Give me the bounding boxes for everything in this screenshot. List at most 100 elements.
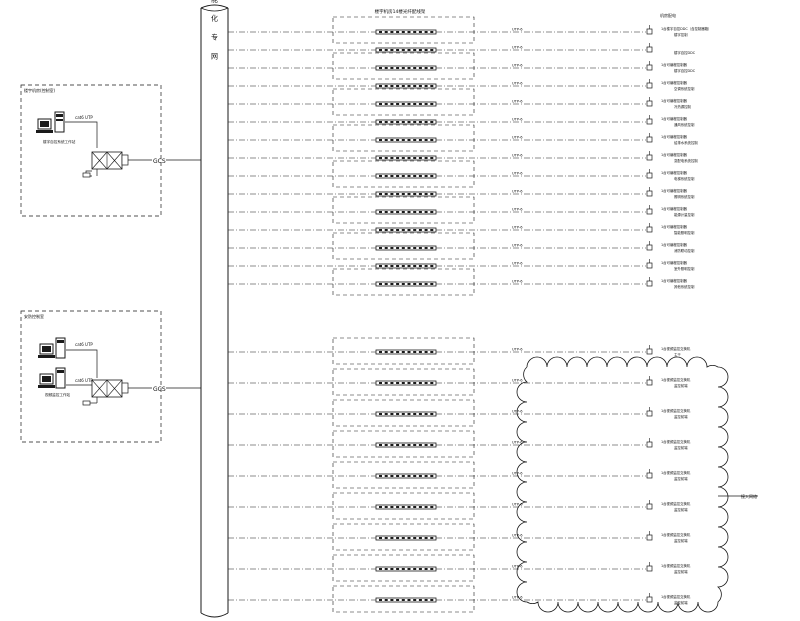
cable-label: UTP-6: [512, 226, 523, 230]
device-icon: [646, 472, 653, 479]
device-label-line2: 空调系统控制: [674, 86, 695, 91]
port-icon: [413, 85, 417, 87]
port-icon: [407, 85, 411, 87]
device-label-line2: 主干: [674, 352, 681, 357]
port-icon: [390, 211, 394, 213]
port-icon: [379, 599, 382, 601]
port-icon: [413, 103, 417, 105]
port-icon: [390, 506, 394, 508]
cable-label: UTP-6: [512, 28, 523, 32]
port-icon: [379, 265, 382, 267]
port-icon: [401, 67, 405, 69]
device-label-line1: 1台可编程控制器: [661, 170, 688, 175]
cable-label: UTP-6: [512, 472, 523, 476]
port-icon: [430, 139, 434, 141]
port-icon: [413, 229, 417, 231]
port-icon: [430, 85, 434, 87]
port-icon: [396, 85, 400, 87]
port-icon: [430, 351, 434, 353]
port-icon: [390, 121, 394, 123]
cable-label: UTP-6: [512, 410, 523, 414]
device-label-line2: 智能照明控制: [674, 230, 695, 235]
port-icon: [407, 247, 411, 249]
port-icon: [413, 506, 417, 508]
port-icon: [390, 351, 394, 353]
port-icon: [424, 413, 428, 415]
port-icon: [401, 211, 405, 213]
cable-label: UTP-6: [512, 596, 523, 600]
port-icon: [418, 175, 422, 177]
port-icon: [430, 537, 434, 539]
rack-frame: [332, 368, 475, 396]
rack-frame: [332, 430, 475, 458]
port-icon: [379, 139, 382, 141]
port-icon: [401, 537, 405, 539]
port-icon: [407, 283, 411, 285]
port-icon: [396, 537, 400, 539]
port-icon: [424, 351, 428, 353]
site-a-link-label: cat6 UTP: [75, 115, 93, 120]
port-icon: [424, 193, 428, 195]
port-icon: [424, 265, 428, 267]
port-icon: [430, 121, 434, 123]
device-label-line1: 1台可编程控制器: [661, 98, 688, 103]
device-label-line2: 楼宇自控DDC: [674, 68, 696, 73]
port-icon: [401, 283, 405, 285]
port-icon: [401, 444, 405, 446]
site-b-computer-2-label: 视频监控工作站: [45, 392, 71, 397]
port-icon: [384, 475, 388, 477]
port-icon: [407, 229, 411, 231]
port-icon: [390, 444, 394, 446]
port-icon: [396, 103, 400, 105]
port-icon: [424, 475, 428, 477]
cable-label: UTP-6: [512, 136, 523, 140]
port-icon: [418, 382, 422, 384]
device-label-line2: 楼宇控制: [674, 32, 688, 37]
rack-frame: [332, 399, 475, 427]
port-icon: [407, 475, 411, 477]
port-icon: [379, 382, 382, 384]
port-icon: [418, 31, 422, 33]
port-icon: [430, 67, 434, 69]
network-switch-icon: [91, 151, 123, 170]
port-icon: [401, 85, 405, 87]
port-icon: [424, 85, 428, 87]
port-icon: [418, 229, 422, 231]
port-icon: [401, 103, 405, 105]
device-label-line1: 1台视频监控交换机: [661, 377, 691, 382]
device-label-line2: 通风系统控制: [674, 122, 695, 127]
device-label-line1: 1台可编程控制器: [661, 278, 688, 283]
port-icon: [407, 211, 411, 213]
port-icon: [430, 413, 434, 415]
port-icon: [430, 506, 434, 508]
port-icon: [384, 49, 388, 51]
port-icon: [413, 49, 417, 51]
port-icon: [379, 193, 382, 195]
network-cloud: [516, 356, 729, 613]
port-icon: [407, 444, 411, 446]
port-icon: [401, 475, 405, 477]
port-icon: [407, 382, 411, 384]
port-icon: [384, 247, 388, 249]
port-icon: [396, 67, 400, 69]
port-icon: [396, 351, 400, 353]
device-label-line2: 能源计量控制: [674, 212, 695, 217]
port-icon: [407, 599, 411, 601]
port-icon: [390, 31, 394, 33]
port-icon: [418, 121, 422, 123]
port-icon: [418, 537, 422, 539]
port-icon: [413, 283, 417, 285]
device-icon: [646, 244, 653, 251]
device-label-line1: 1台视频监控交换机: [661, 346, 691, 351]
port-icon: [379, 568, 382, 570]
port-icon: [413, 382, 417, 384]
device-label-line2: 监控前端: [674, 476, 688, 481]
cable-label: UTP-6: [512, 565, 523, 569]
